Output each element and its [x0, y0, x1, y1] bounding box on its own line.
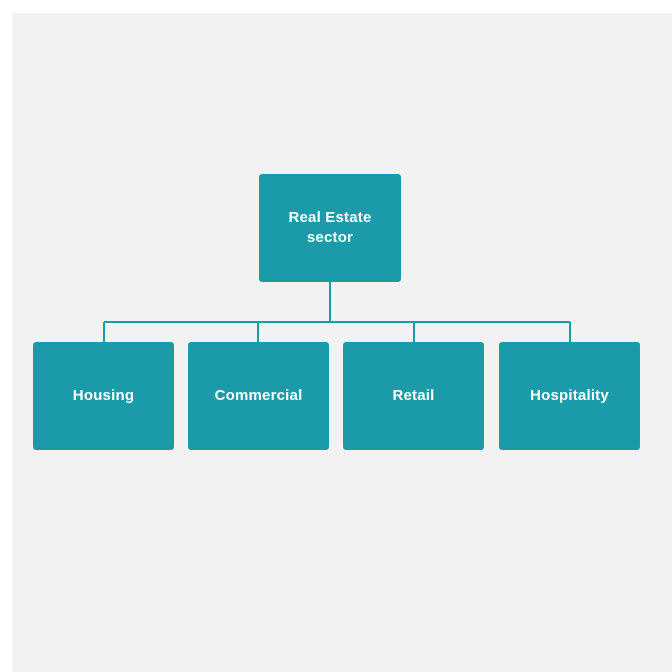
node-housing[interactable]: Housing: [33, 342, 174, 450]
node-label-real-estate-sector: Real Estate sector: [288, 208, 372, 246]
node-label-retail: Retail: [392, 386, 435, 404]
node-real-estate-sector[interactable]: Real Estate sector: [259, 174, 401, 282]
node-retail[interactable]: Retail: [343, 342, 484, 450]
node-label-housing: Housing: [72, 386, 135, 404]
node-hospitality[interactable]: Hospitality: [499, 342, 640, 450]
node-label-hospitality: Hospitality: [530, 386, 609, 404]
node-label-commercial: Commercial: [214, 386, 303, 404]
node-commercial[interactable]: Commercial: [188, 342, 329, 450]
